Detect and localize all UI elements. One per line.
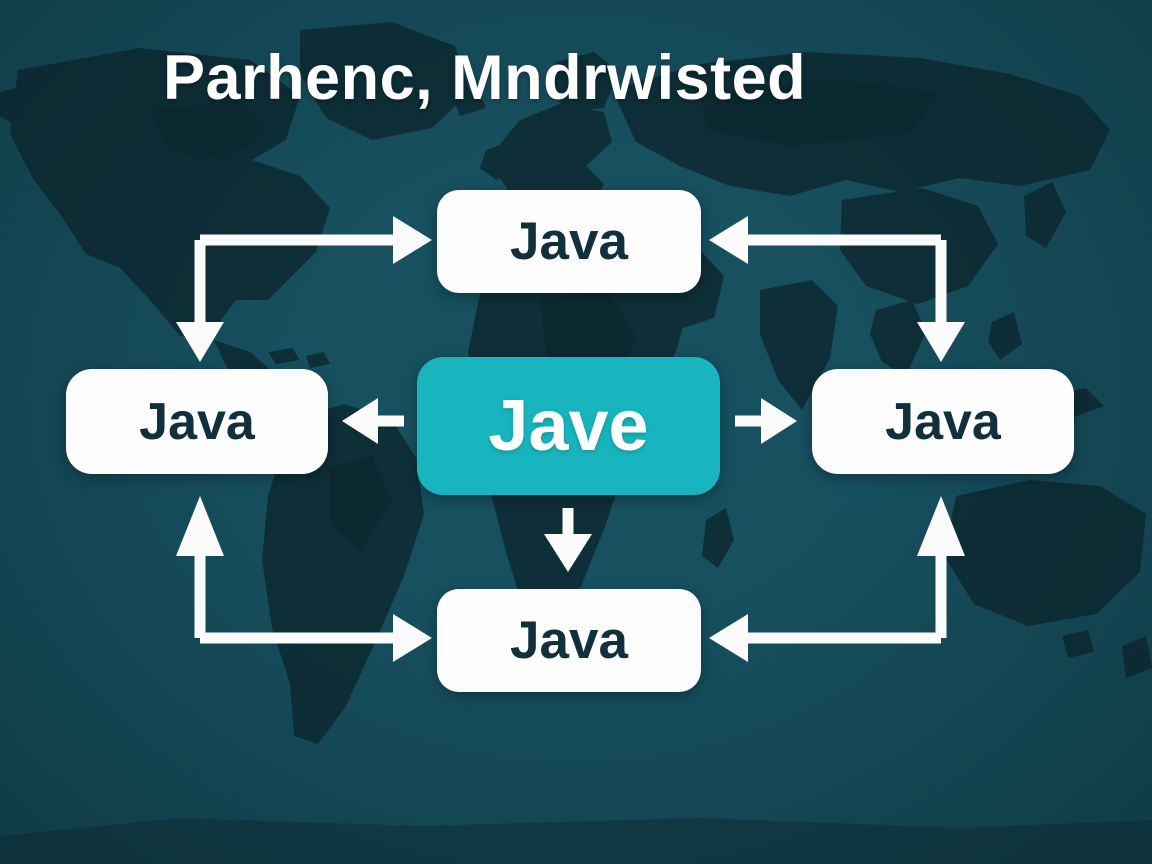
node-center-label: Jave bbox=[488, 386, 649, 466]
page-title: Parhenc, Mndrwisted bbox=[163, 43, 807, 113]
connector-top-right-elbow bbox=[709, 216, 965, 362]
node-right[interactable]: Java bbox=[812, 369, 1074, 474]
connector-center-to-right bbox=[735, 398, 797, 444]
node-left-label: Java bbox=[139, 392, 255, 451]
node-right-label: Java bbox=[885, 392, 1001, 451]
node-bottom[interactable]: Java bbox=[437, 589, 701, 692]
connector-center-to-left bbox=[342, 398, 404, 444]
connector-center-to-bottom bbox=[544, 508, 592, 572]
node-left[interactable]: Java bbox=[66, 369, 328, 474]
node-top[interactable]: Java bbox=[437, 190, 701, 293]
node-center-hub[interactable]: Jave bbox=[417, 357, 720, 495]
connector-bottom-right-elbow bbox=[709, 496, 965, 662]
connector-top-left-elbow bbox=[176, 216, 432, 362]
node-top-label: Java bbox=[510, 212, 628, 271]
node-bottom-label: Java bbox=[510, 611, 628, 670]
connector-bottom-left-elbow bbox=[176, 496, 432, 662]
